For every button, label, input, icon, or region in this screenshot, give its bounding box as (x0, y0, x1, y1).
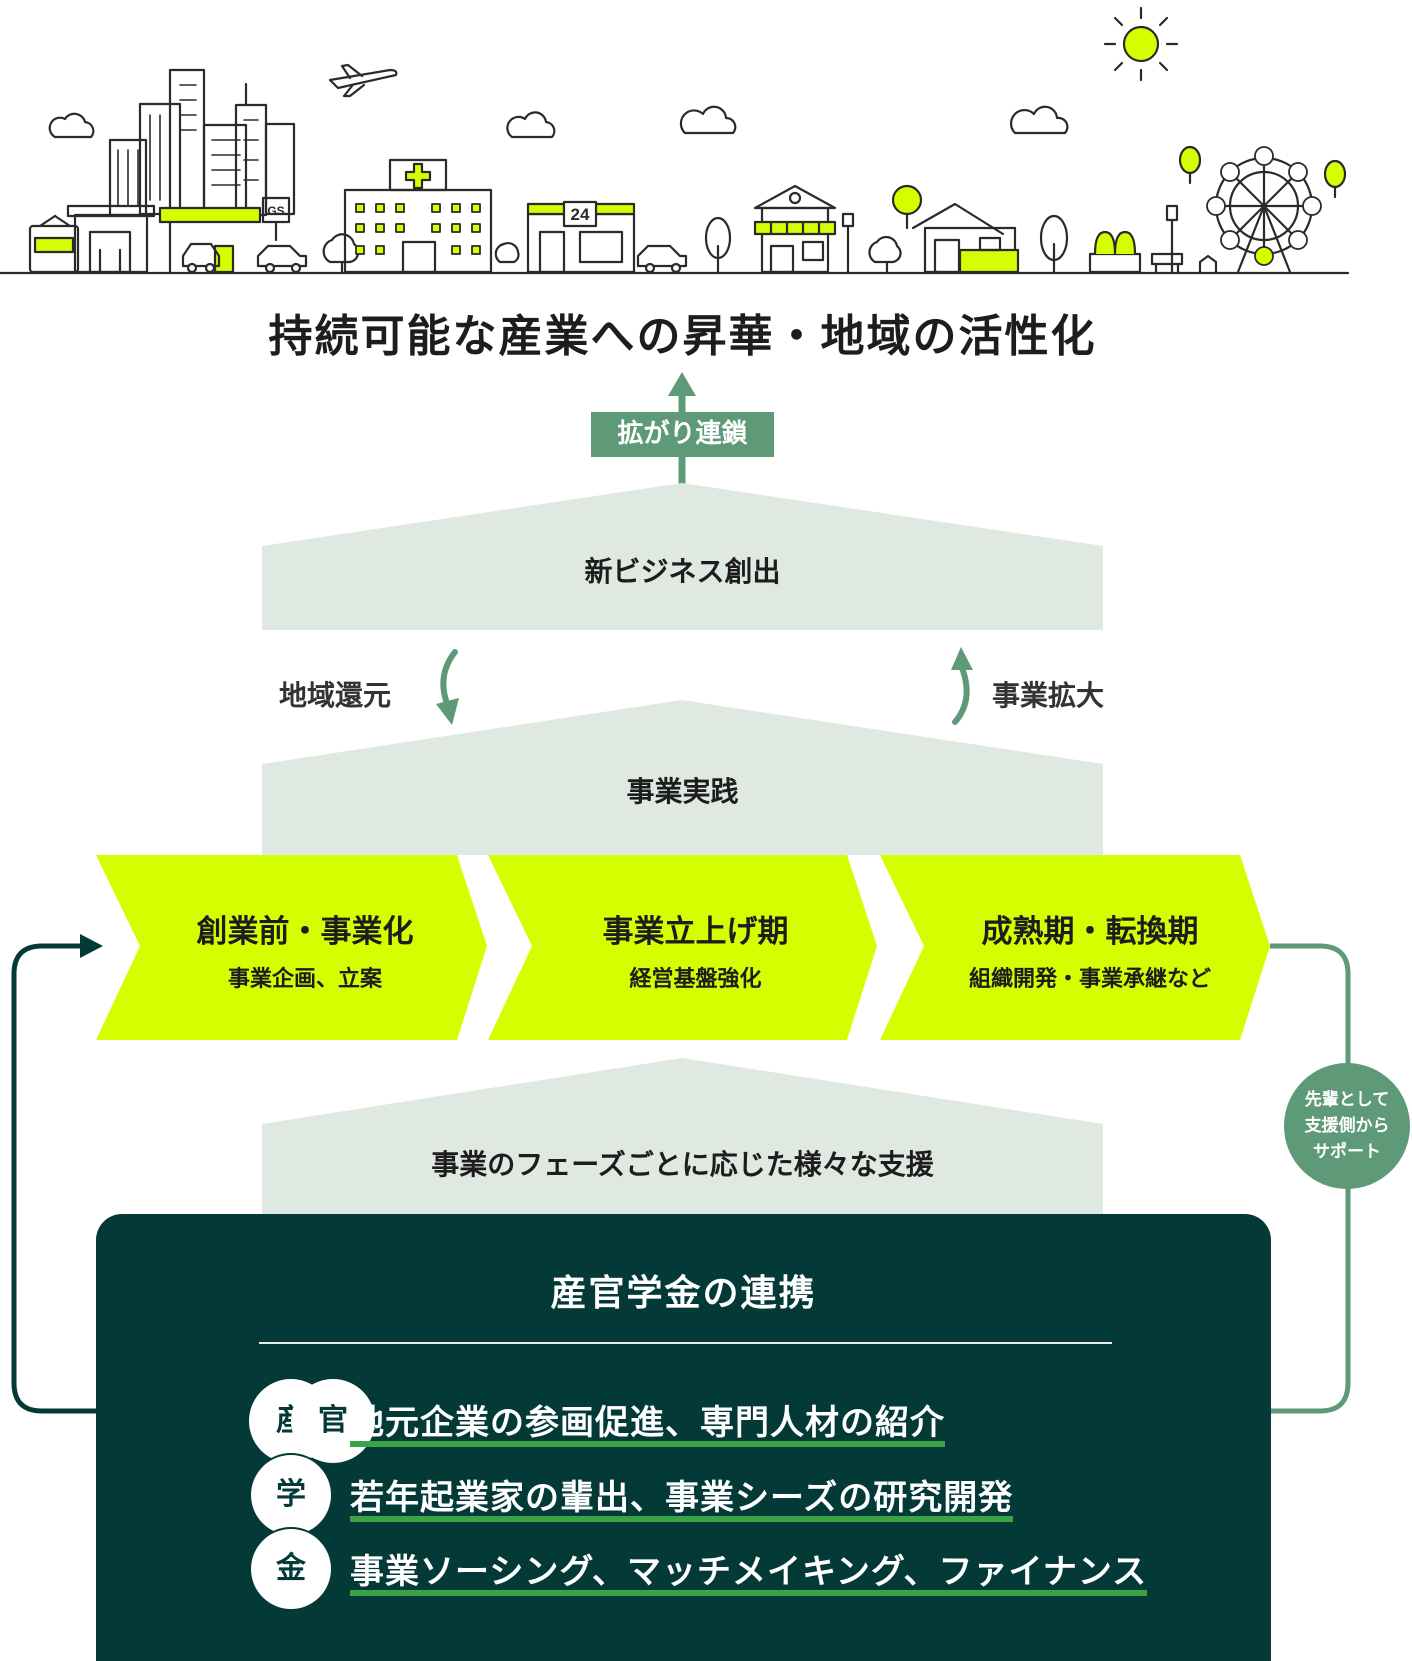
panel-title: 産官学金の連携 (550, 1273, 817, 1314)
panel-row-3: 事業ソーシング、マッチメイキング、ファイナンス (350, 1544, 1148, 1596)
headline: 持続可能な産業への昇華・地域の活性化 (268, 311, 1097, 362)
convenience-store-sign: 24 (571, 205, 590, 224)
phase-2-subtitle: 経営基盤強化 (629, 967, 762, 992)
ferris-wheel-icon (1206, 146, 1322, 274)
phase-1: 創業前・事業化 事業企画、立案 (150, 906, 460, 993)
chain-label: 拡がり連鎖 (591, 412, 774, 457)
panel-row-1-text: 地元企業の参画促進、専門人材の紹介 (350, 1403, 945, 1447)
support-badge-line-2: 支援側から (1304, 1116, 1390, 1136)
house-title-top: 新ビジネス創出 (584, 555, 781, 588)
phase-3-title: 成熟期・転換期 (981, 914, 1199, 950)
house-top (262, 483, 1103, 630)
panel-row-1: 地元企業の参画促進、専門人材の紹介 (350, 1395, 945, 1447)
phase-3-subtitle: 組織開発・事業承継など (968, 967, 1211, 992)
house-title-bottom: 事業のフェーズごとに応じた様々な支援 (431, 1148, 934, 1181)
panel-row-3-text: 事業ソーシング、マッチメイキング、ファイナンス (350, 1552, 1148, 1596)
panel-row-2-text: 若年起業家の輩出、事業シーズの研究開発 (350, 1478, 1014, 1522)
support-badge-line-1: 先輩として (1304, 1090, 1390, 1110)
car-icon (181, 242, 688, 274)
house-middle (262, 700, 1103, 855)
curved-up-arrow-icon (952, 665, 970, 725)
side-label-left: 地域還元 (279, 679, 392, 712)
sun-icon (1103, 6, 1179, 82)
panel-row-2: 若年起業家の輩出、事業シーズの研究開発 (350, 1470, 1014, 1522)
airplane-icon (328, 63, 398, 98)
phase-1-title: 創業前・事業化 (196, 914, 414, 950)
balloon-icon (1178, 145, 1347, 199)
loop-arrow-left (11, 943, 99, 1414)
phase-2: 事業立上げ期 経営基盤強化 (543, 906, 848, 993)
tree-icon (322, 214, 1069, 274)
gas-station-sign: GS (267, 204, 284, 218)
tag-circle-academia: 学 (249, 1453, 333, 1537)
phase-2-title: 事業立上げ期 (602, 914, 789, 950)
side-label-right: 事業拡大 (992, 679, 1105, 712)
support-badge-line-3: サポート (1313, 1142, 1381, 1162)
support-badge: 先輩として 支援側から サポート (1284, 1063, 1410, 1189)
cloud-icon (48, 105, 1069, 139)
cityscape-illustration: GS 24 (0, 6, 1350, 275)
tag-circle-government: 官 (291, 1379, 375, 1463)
tag-circle-finance: 金 (249, 1527, 333, 1611)
hospital-icon (343, 158, 493, 274)
house-bottom (262, 1058, 1103, 1214)
panel-divider (259, 1342, 1112, 1344)
phase-3: 成熟期・転換期 組織開発・事業承継など (930, 906, 1250, 993)
phase-chevron-2 (488, 855, 877, 1040)
phase-chevron-3 (880, 855, 1270, 1040)
phase-1-subtitle: 事業企画、立案 (227, 967, 382, 992)
train-icon (28, 214, 80, 274)
phase-chevron-1 (96, 855, 487, 1040)
house-title-middle: 事業実践 (626, 775, 739, 808)
curved-down-arrow-icon (440, 649, 458, 709)
